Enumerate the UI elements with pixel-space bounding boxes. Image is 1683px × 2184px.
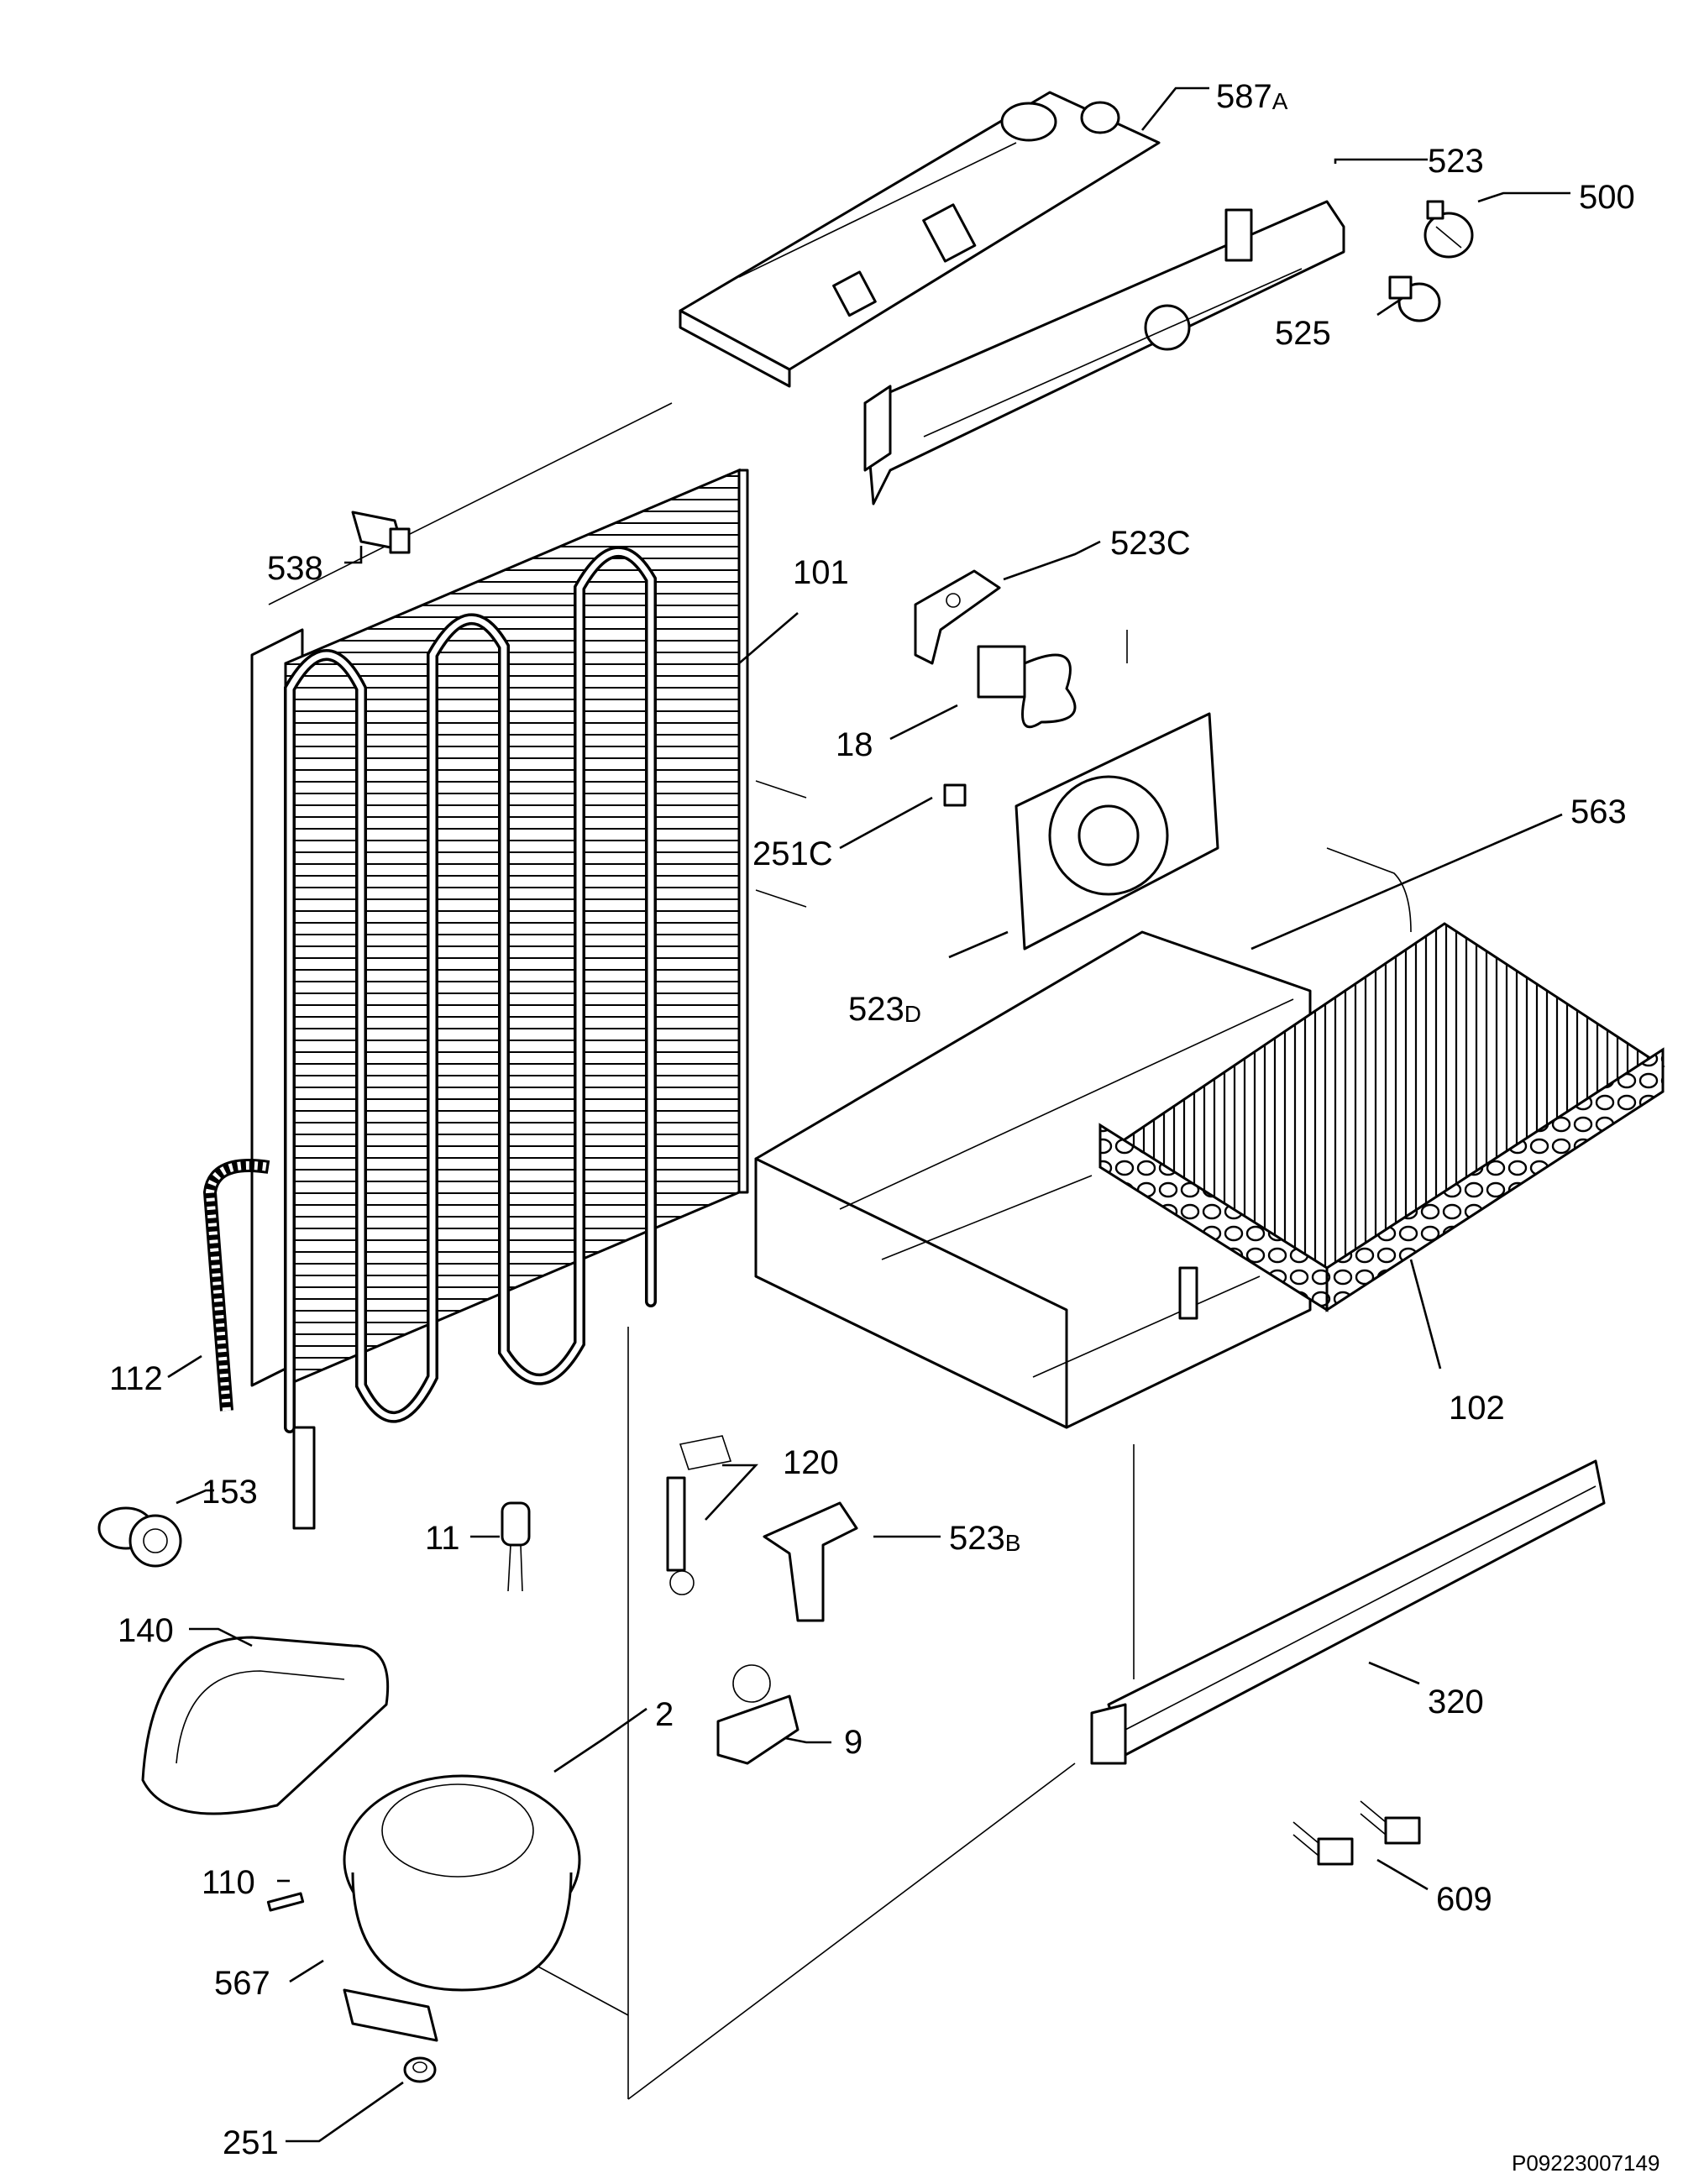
fan-shroud-523d <box>1015 712 1219 951</box>
bar-320 <box>1090 1459 1606 1765</box>
label-523d: 523D <box>848 991 921 1028</box>
condenser-101 <box>250 468 749 1530</box>
label-538: 538 <box>267 550 323 587</box>
part-labels: 587A 523 500 525 538 101 523C 18 251C 56… <box>109 78 1635 2161</box>
label-153: 153 <box>202 1474 258 1511</box>
label-251c: 251C <box>752 835 833 872</box>
bracket-9 <box>716 1664 800 1765</box>
label-563: 563 <box>1570 793 1627 830</box>
label-251: 251 <box>223 2124 279 2161</box>
part-251c <box>943 783 967 807</box>
label-18: 18 <box>836 726 873 763</box>
label-320: 320 <box>1428 1684 1484 1720</box>
leader-lines <box>167 86 1570 2143</box>
label-110: 110 <box>202 1864 255 1901</box>
evaporator-tray <box>754 930 1312 1429</box>
control-board <box>679 91 1161 388</box>
label-525: 525 <box>1275 315 1331 352</box>
evaporator-102 <box>1098 922 1665 1312</box>
label-523c: 523C <box>1110 525 1191 562</box>
connectors-609 <box>1292 1800 1421 1866</box>
label-523b: 523B <box>949 1520 1020 1557</box>
clip-523b <box>763 1501 858 1622</box>
label-523: 523 <box>1428 143 1484 180</box>
sensor-120 <box>666 1435 732 1595</box>
cabinet-outline <box>268 402 1135 2100</box>
compressor-2 <box>343 1774 581 2042</box>
clip-538 <box>351 511 411 554</box>
knob-525 <box>1388 275 1441 322</box>
label-101: 101 <box>793 554 849 591</box>
label-102: 102 <box>1449 1390 1505 1427</box>
image-code: P09223007149 <box>1512 2150 1659 2176</box>
wire-563 <box>1326 847 1412 933</box>
label-500: 500 <box>1579 179 1635 216</box>
grommet-251 <box>403 2056 437 2083</box>
fan-motor-18 <box>977 645 1077 729</box>
knob-500 <box>1423 200 1474 259</box>
label-9: 9 <box>844 1724 862 1761</box>
label-112: 112 <box>109 1360 163 1397</box>
label-587a: 587A <box>1216 78 1288 115</box>
grommet-153 <box>97 1506 182 1568</box>
label-11: 11 <box>425 1520 460 1557</box>
component-11 <box>501 1501 531 1592</box>
label-609: 609 <box>1436 1881 1492 1918</box>
pin-110 <box>266 1892 305 1912</box>
label-2: 2 <box>655 1696 674 1733</box>
drier-tube-112 <box>202 1159 270 1411</box>
label-567: 567 <box>214 1965 270 2002</box>
label-120: 120 <box>783 1444 839 1481</box>
bracket-523 <box>863 200 1345 505</box>
fan-bracket-523c <box>914 569 1001 665</box>
tray-140 <box>141 1636 390 1815</box>
label-140: 140 <box>118 1612 174 1649</box>
